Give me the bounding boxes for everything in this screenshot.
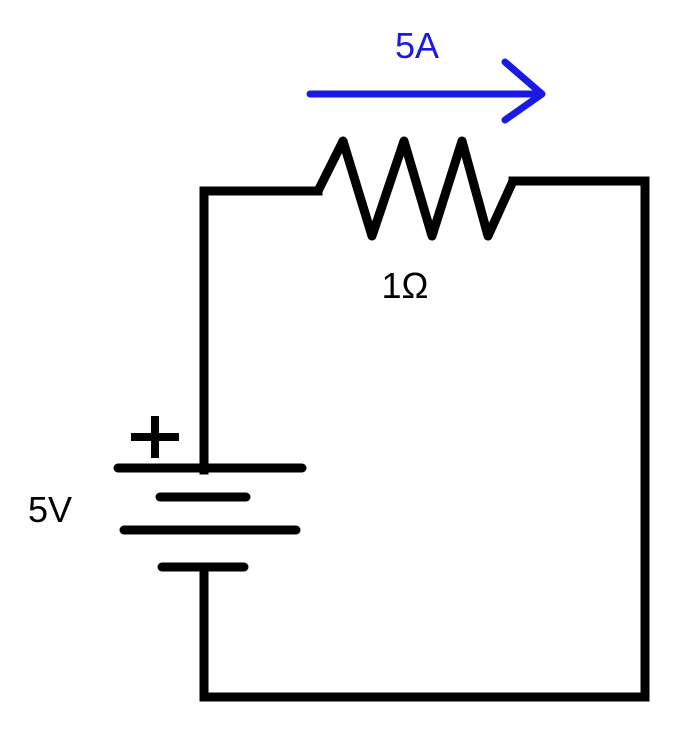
current-direction-arrow-icon	[306, 58, 546, 124]
resistor-symbol	[313, 136, 518, 241]
wire-top-left	[199, 186, 323, 475]
voltage-label: 5V	[28, 489, 72, 530]
positive-terminal-plus-icon	[131, 416, 179, 458]
resistance-label: 1Ω	[382, 265, 429, 306]
wire-top-right-and-right	[199, 176, 650, 702]
current-label: 5A	[395, 25, 439, 66]
